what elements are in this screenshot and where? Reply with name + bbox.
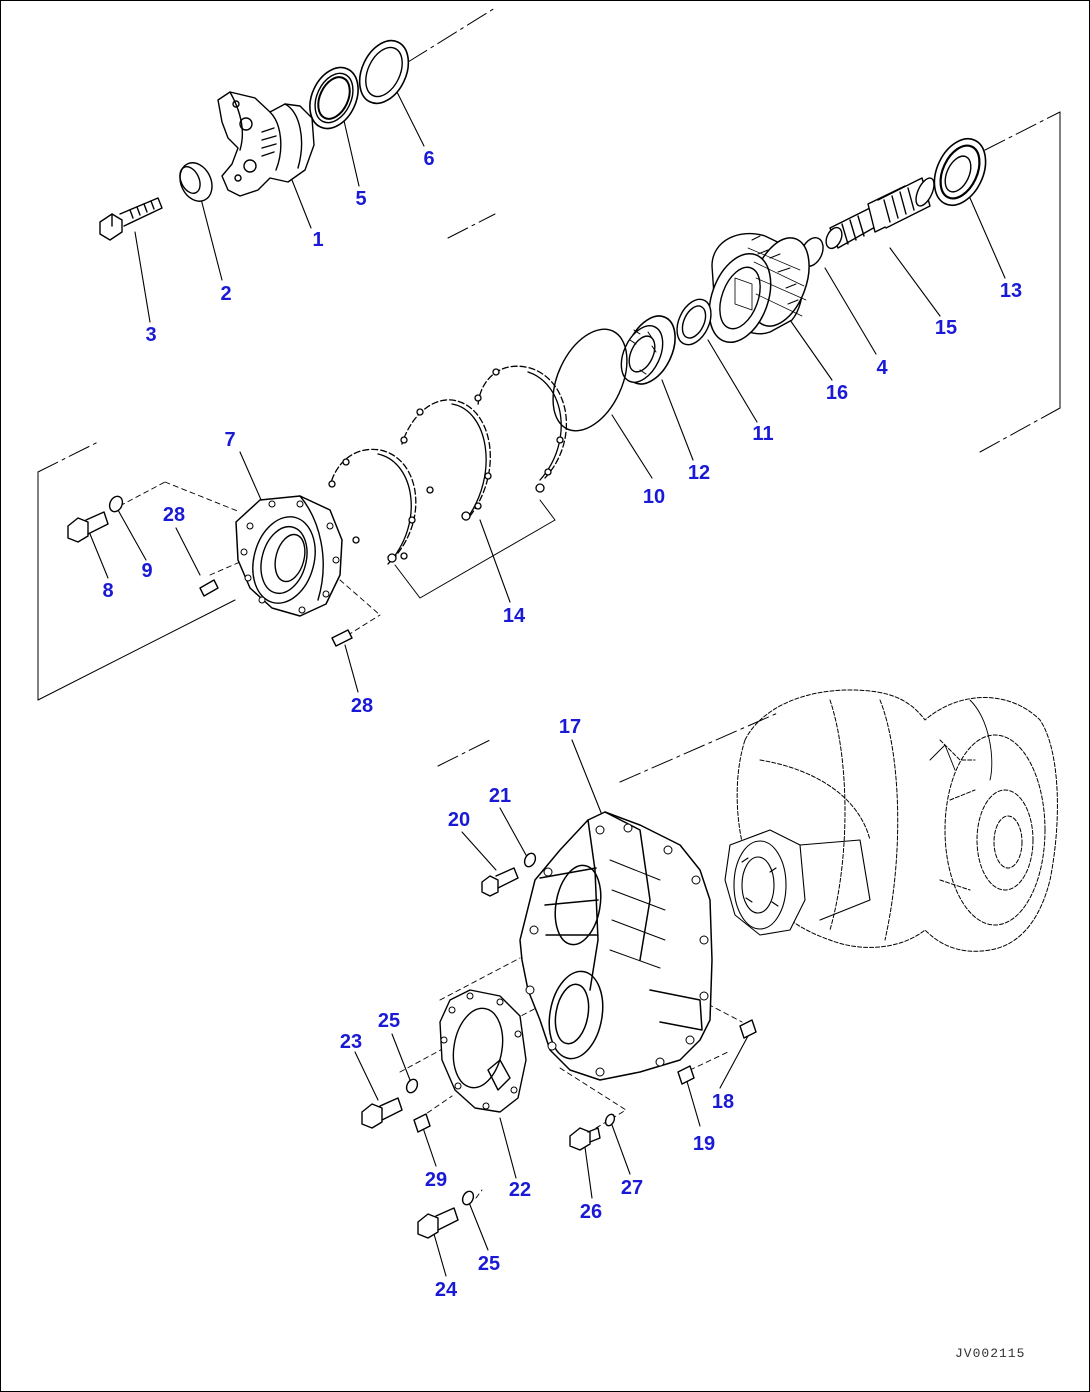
part-20-bolt (481, 867, 519, 897)
part-23-bolt (361, 1097, 403, 1129)
callout-2: 2 (220, 283, 232, 305)
part-19-plug (677, 1065, 695, 1085)
callout-15: 15 (934, 317, 958, 339)
part-25-washer-lower (461, 1190, 475, 1206)
callout-28-upper: 28 (162, 504, 186, 526)
part-22-cover (439, 989, 527, 1113)
part-3-bolt (99, 197, 163, 241)
callout-8: 8 (102, 580, 114, 602)
callout-14: 14 (502, 605, 526, 627)
part-28-pins (199, 579, 353, 647)
callout-12: 12 (687, 462, 711, 484)
callout-19: 19 (692, 1133, 716, 1155)
callout-20: 20 (447, 809, 471, 831)
callout-25-lower: 25 (477, 1253, 501, 1275)
callout-26: 26 (579, 1201, 603, 1223)
callout-4: 4 (876, 357, 888, 379)
callout-24: 24 (434, 1279, 458, 1301)
part-5-seal (309, 66, 359, 130)
part-13-seal (933, 138, 987, 206)
figure-code: JV002115 (955, 1346, 1026, 1361)
part-7-cage (235, 495, 343, 617)
part-26-plug (569, 1127, 601, 1151)
bracket-14 (394, 499, 556, 599)
part-14-shims (328, 365, 567, 565)
part-15-shaft (825, 177, 935, 250)
callout-7: 7 (224, 429, 236, 451)
part-21-washer (523, 852, 537, 868)
callout-10: 10 (642, 486, 666, 508)
transmission-assembly (736, 689, 1058, 952)
callout-1: 1 (312, 229, 324, 251)
callout-23: 23 (339, 1031, 363, 1053)
output-yoke-assembly (724, 829, 871, 936)
callout-16: 16 (825, 382, 849, 404)
callout-11: 11 (752, 423, 774, 445)
detail-strokes (929, 699, 993, 781)
part-1-yoke (217, 91, 315, 197)
callout-25-upper: 25 (377, 1010, 401, 1032)
callout-6: 6 (423, 148, 435, 170)
part-11-spacer (676, 298, 712, 346)
part-29-plug (413, 1113, 431, 1133)
part-10-o-ring (552, 328, 628, 432)
part-8-bolt (67, 511, 109, 543)
part-18-plug (739, 1019, 757, 1039)
part-12-bearing (620, 315, 676, 385)
callout-29: 29 (424, 1169, 448, 1191)
callout-21: 21 (488, 785, 512, 807)
callout-17: 17 (558, 716, 582, 738)
assembly-boundary-lines (37, 111, 1061, 701)
part-9-washer (108, 495, 124, 513)
callout-5: 5 (355, 188, 367, 210)
callout-27: 27 (620, 1177, 644, 1199)
callout-28-lower: 28 (350, 695, 374, 717)
part-24-bolt (417, 1207, 459, 1239)
alignment-lines (111, 481, 743, 1199)
callout-9: 9 (141, 560, 153, 582)
part-6-ring (358, 39, 410, 105)
part-27-o-ring (604, 1113, 616, 1127)
callout-18: 18 (711, 1091, 735, 1113)
leader-lines (89, 87, 1006, 1277)
callout-3: 3 (145, 324, 157, 346)
callout-13: 13 (999, 280, 1023, 302)
part-2-washer (179, 162, 213, 202)
part-25-washer-upper (405, 1078, 419, 1094)
callout-22: 22 (508, 1179, 532, 1201)
part-17-housing (519, 811, 713, 1081)
axis-lines (37, 7, 1061, 783)
part-16-gear (708, 232, 810, 344)
